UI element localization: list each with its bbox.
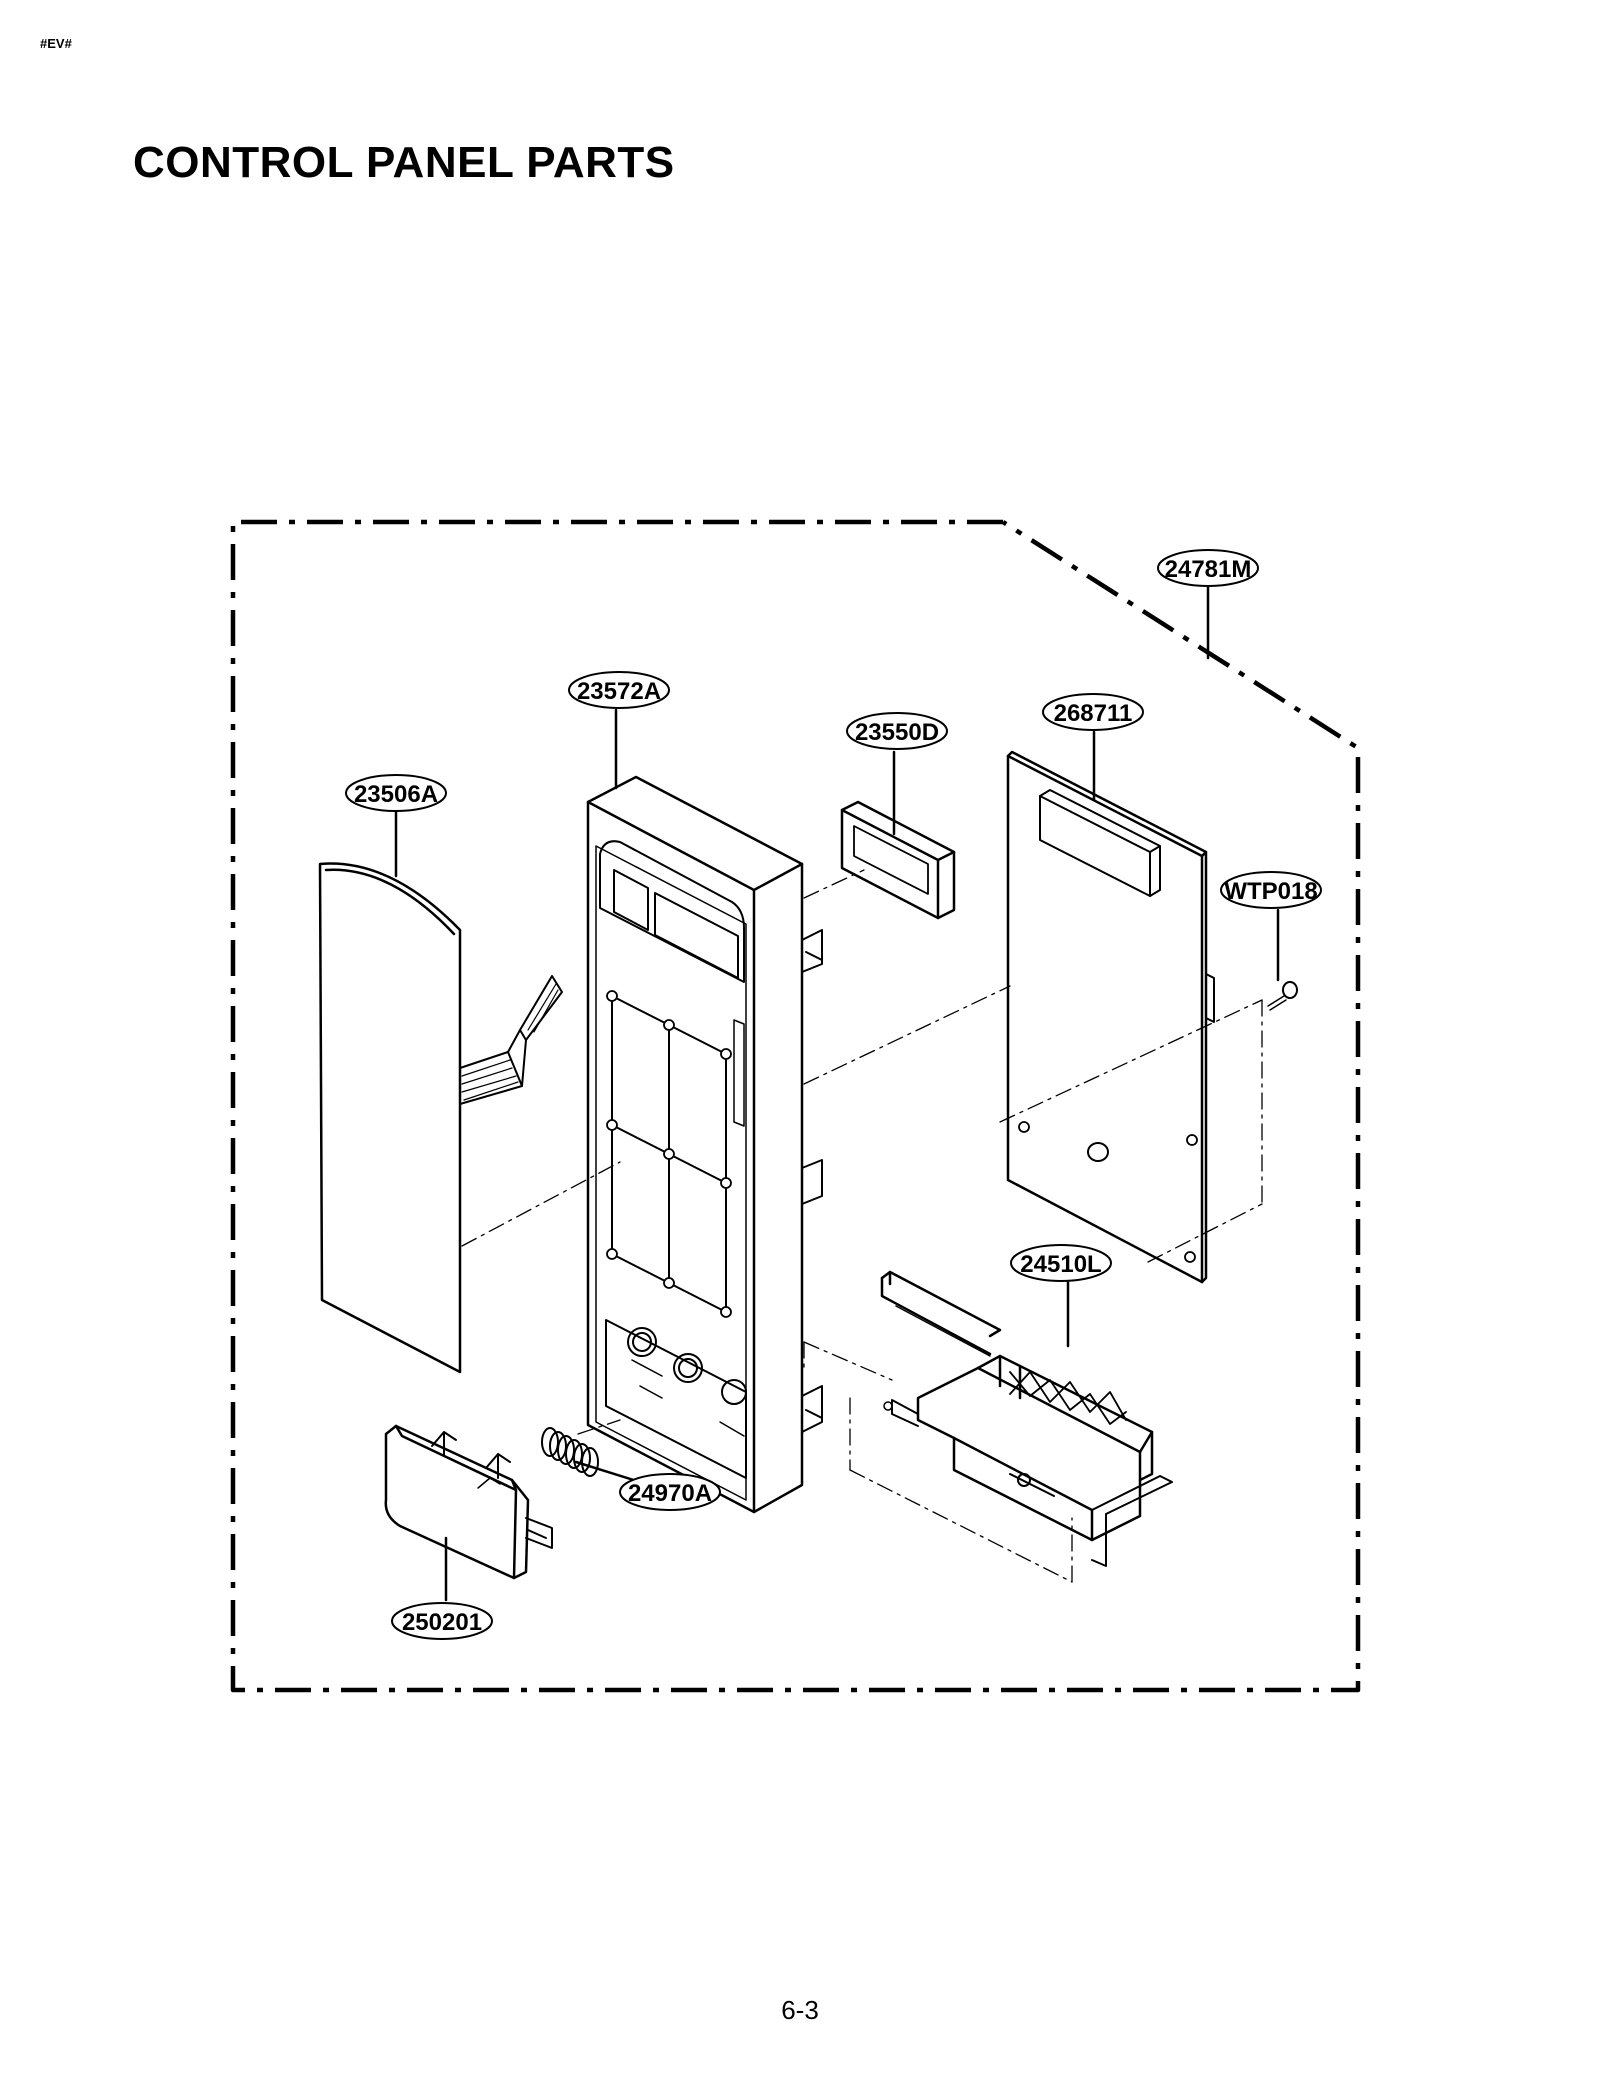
keypad-bosses: [606, 990, 732, 1318]
alignment-lines: [461, 869, 1263, 1583]
control-panel-frame-part: [586, 775, 823, 1514]
label-23506A: 23506A: [354, 781, 438, 808]
label-WTP018: WTP018: [1224, 878, 1317, 905]
display-window-part: [840, 800, 956, 920]
spring-part: [541, 1427, 599, 1477]
label-23550D: 23550D: [855, 719, 939, 746]
label-250201: 250201: [402, 1609, 482, 1636]
panel-button-holes: [627, 1327, 747, 1405]
label-23572A: 23572A: [577, 678, 661, 705]
label-ovals: [345, 549, 1322, 1640]
assembly-boundary: [230, 519, 1361, 1693]
label-24510L: 24510L: [1020, 1251, 1101, 1278]
label-24781M: 24781M: [1165, 556, 1252, 583]
page-title: CONTROL PANEL PARTS: [133, 138, 675, 187]
pcb-part: [1006, 750, 1215, 1284]
door-button-part: [384, 1424, 553, 1580]
document-code-tag: #EV#: [40, 36, 72, 51]
label-24970A: 24970A: [628, 1480, 712, 1507]
membrane-switch-part: [318, 862, 563, 1374]
leader-lines: [394, 584, 1280, 1602]
label-268711: 268711: [1054, 700, 1133, 727]
screw-part: [1267, 981, 1298, 1011]
page-number: 6-3: [781, 1995, 819, 2025]
door-lever-part: [880, 1270, 1173, 1567]
